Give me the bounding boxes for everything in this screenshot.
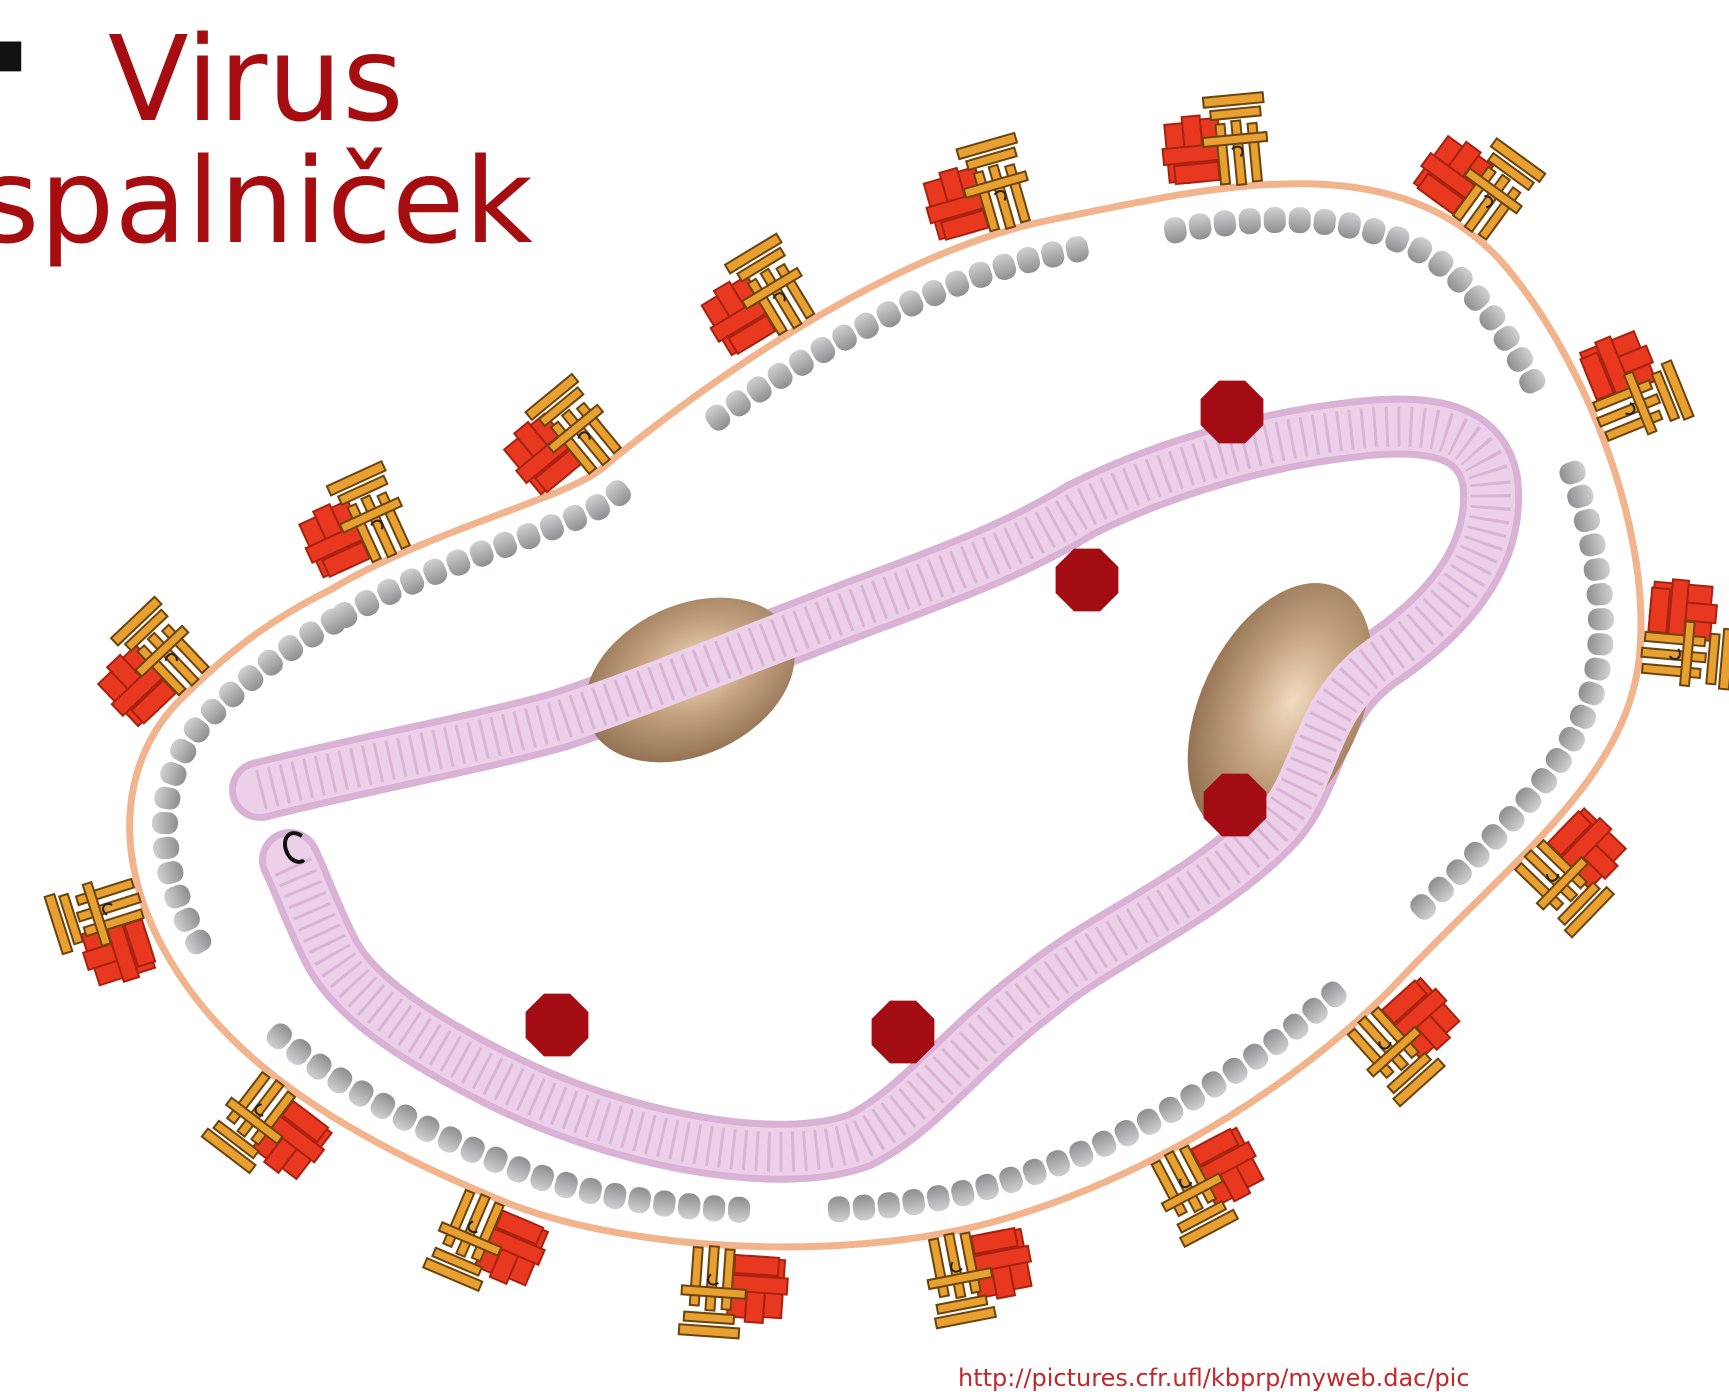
matrix-subunit-icon [480, 1144, 510, 1177]
matrix-subunit-icon [537, 511, 567, 543]
phosphoprotein-icon [526, 994, 589, 1057]
matrix-subunit-icon [1043, 1147, 1073, 1179]
matrix-subunit-icon [1039, 239, 1066, 269]
matrix-subunit-icon [942, 267, 972, 299]
matrix-subunit-icon [1238, 207, 1262, 234]
matrix-subunit-icon [514, 520, 544, 552]
matrix-subunit-icon [1587, 632, 1614, 656]
matrix-subunit-icon [627, 1186, 653, 1215]
phosphoprotein-icon [1056, 549, 1119, 612]
matrix-subunit-icon [1586, 582, 1614, 606]
matrix-subunit-icon [973, 1172, 1001, 1203]
matrix-subunit-icon [876, 1191, 901, 1219]
matrix-subunit-icon [997, 1164, 1026, 1195]
matrix-subunit-icon [443, 546, 473, 578]
matrix-protein-layer [152, 207, 1614, 1223]
matrix-subunit-icon [153, 785, 182, 811]
matrix-subunit-icon [966, 259, 995, 291]
page-title-line-2: spalniček [0, 142, 533, 260]
matrix-subunit-icon [490, 529, 520, 561]
page-title-line-1: Virus [108, 20, 404, 138]
matrix-subunit-icon [152, 812, 179, 835]
matrix-subunit-icon [1583, 656, 1613, 682]
matrix-subunit-icon [727, 1196, 750, 1223]
matrix-subunit-icon [925, 1183, 951, 1212]
matrix-subunit-icon [1336, 211, 1362, 241]
matrix-subunit-icon [990, 251, 1019, 282]
matrix-subunit-icon [1582, 557, 1611, 583]
source-link[interactable]: http://pictures.cfr.ufl/kbprp/myweb.dac/… [958, 1364, 1470, 1392]
bullet-marker: ▪ [0, 22, 27, 82]
matrix-subunit-icon [552, 1170, 580, 1201]
matrix-subunit-icon [901, 1188, 926, 1217]
matrix-subunit-icon [702, 1195, 726, 1222]
matrix-subunit-icon [1064, 234, 1091, 264]
matrix-subunit-icon [1588, 608, 1614, 630]
matrix-subunit-icon [1213, 209, 1238, 237]
matrix-subunit-icon [1360, 216, 1388, 247]
matrix-subunit-icon [1557, 458, 1589, 487]
matrix-subunit-icon [504, 1153, 534, 1185]
matrix-subunit-icon [652, 1189, 677, 1217]
matrix-subunit-icon [677, 1192, 701, 1220]
matrix-subunit-icon [1578, 532, 1608, 559]
matrix-subunit-icon [420, 556, 450, 588]
matrix-subunit-icon [1066, 1138, 1096, 1171]
matrix-subunit-icon [1572, 507, 1603, 535]
matrix-subunit-icon [602, 1181, 628, 1211]
matrix-subunit-icon [1014, 245, 1042, 276]
phosphoprotein-icon [1204, 774, 1267, 837]
matrix-subunit-icon [152, 836, 180, 861]
phosphoprotein-icon [1201, 381, 1264, 444]
matrix-subunit-icon [852, 1194, 876, 1222]
matrix-subunit-icon [155, 859, 185, 886]
matrix-subunit-icon [577, 1176, 604, 1206]
phosphoprotein-icon [872, 1001, 935, 1064]
matrix-subunit-icon [1576, 679, 1607, 708]
matrix-subunit-icon [1187, 212, 1212, 241]
matrix-subunit-icon [1288, 207, 1311, 234]
matrix-subunit-icon [919, 277, 950, 310]
matrix-subunit-icon [467, 538, 497, 570]
matrix-subunit-icon [827, 1196, 850, 1223]
matrix-subunit-icon [1312, 208, 1337, 236]
matrix-subunit-icon [158, 759, 190, 788]
matrix-subunit-icon [949, 1178, 976, 1208]
matrix-subunit-icon [528, 1162, 557, 1194]
matrix-subunit-icon [1565, 482, 1596, 511]
matrix-subunit-icon [1020, 1156, 1049, 1188]
matrix-subunit-icon [1263, 207, 1286, 233]
matrix-subunit-icon [1162, 216, 1188, 245]
matrix-subunit-icon [161, 882, 193, 911]
